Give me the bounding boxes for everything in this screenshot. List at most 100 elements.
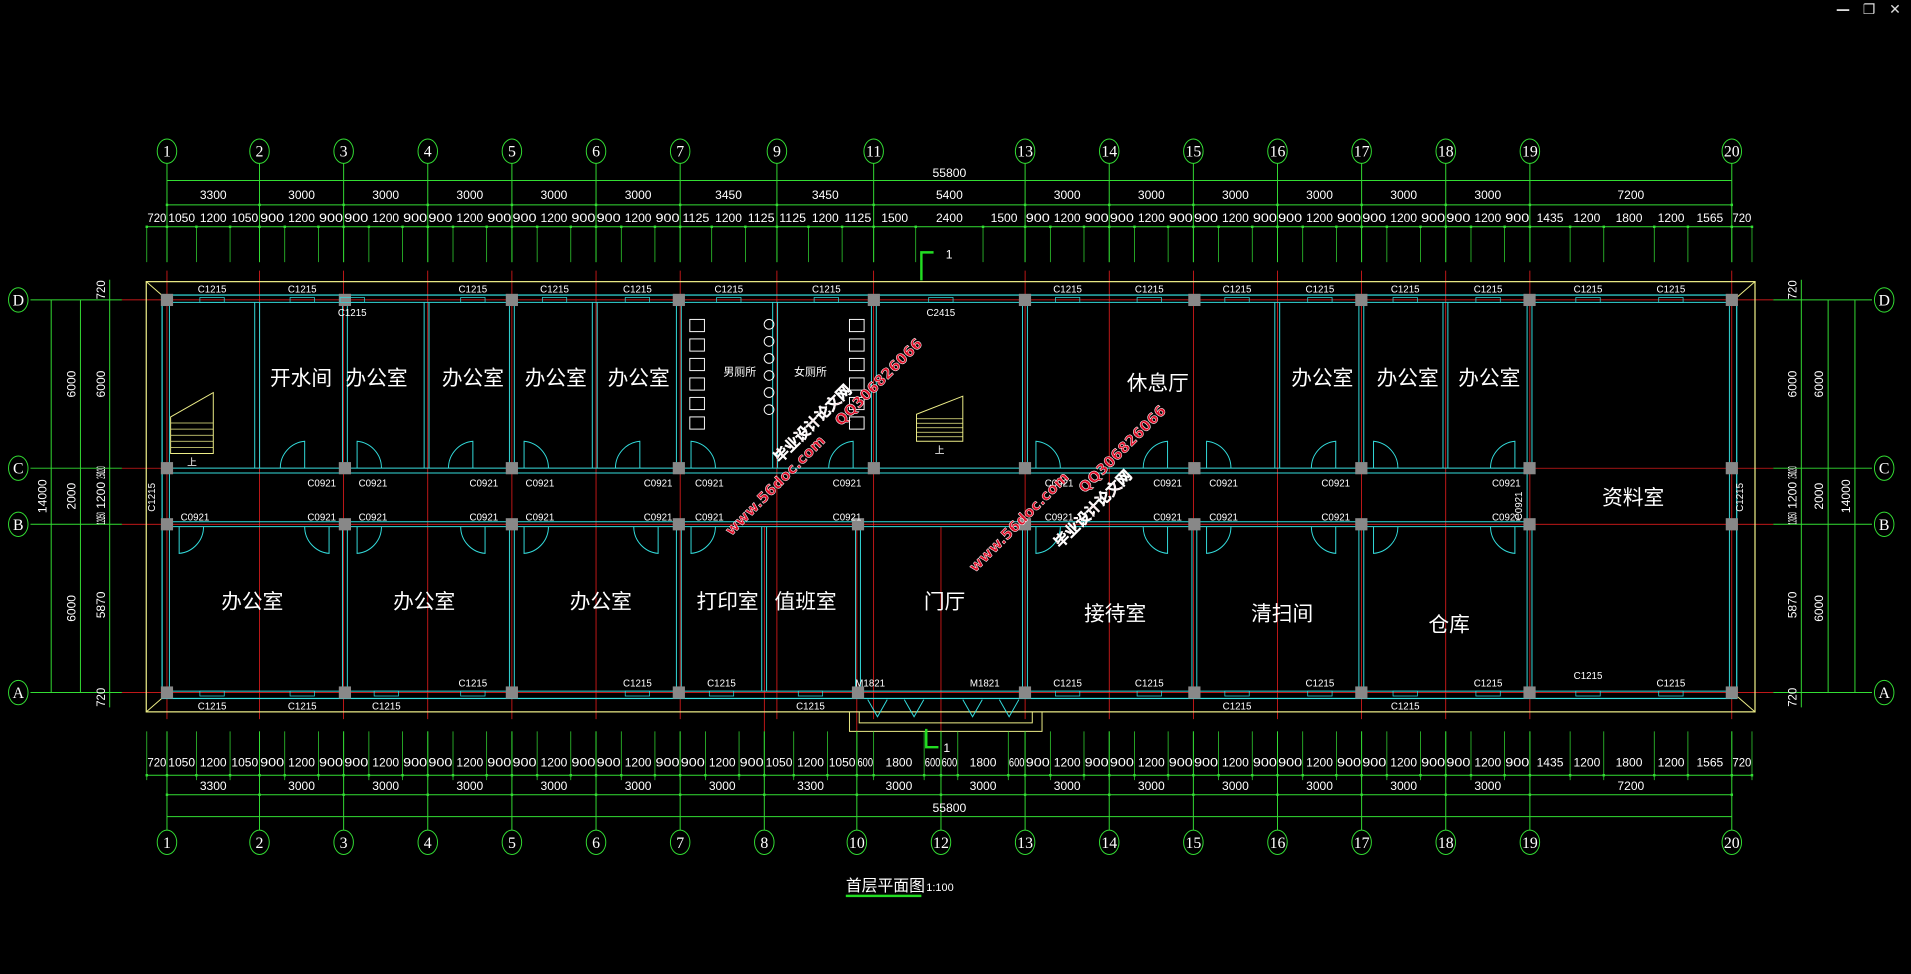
window-tag: C1215 (459, 678, 488, 689)
dimension-label: 3000 (709, 779, 736, 793)
door-swing (356, 526, 382, 554)
dimension-tick (1528, 793, 1532, 796)
column (1355, 462, 1368, 475)
dimension-label: 3000 (372, 188, 399, 202)
dimensions (8, 138, 1895, 898)
axis-label: 4 (424, 144, 432, 161)
dimension-label: 720 (1732, 211, 1751, 225)
axis-label: 14 (1101, 144, 1117, 161)
urinal (763, 387, 775, 398)
dimension-label: 1200 (625, 211, 652, 225)
dimension-label: 1200 (1474, 756, 1501, 770)
entrance-steps (858, 711, 1033, 724)
axis-label: 2 (256, 835, 264, 852)
dimension-label: 900 (487, 756, 511, 770)
window-tag: C0921 (1045, 513, 1074, 524)
toilet-stall (848, 357, 865, 372)
minimize-button[interactable]: — (1836, 2, 1850, 18)
window-tag: C0921 (1492, 478, 1521, 489)
window-glass (289, 297, 315, 303)
dimension-tick (1444, 793, 1447, 796)
dimension-label: 900 (1337, 211, 1361, 225)
toilet-stall (689, 416, 705, 430)
door-swing (448, 440, 474, 469)
dimension-label: 600 (925, 756, 941, 770)
axis-label: 13 (1017, 144, 1033, 161)
dimension-label: 3300 (797, 779, 824, 793)
window-glass (797, 690, 824, 697)
dimension-label: 1200 (1390, 211, 1417, 225)
dimension-label: 900 (681, 756, 705, 770)
dimension-tick (594, 793, 598, 796)
dimension-label: 1200 (200, 211, 227, 225)
close-button[interactable]: ✕ (1889, 2, 1901, 18)
column (160, 518, 174, 531)
dimension-label: 3000 (1138, 188, 1165, 202)
dimension-label: 900 (403, 211, 427, 225)
dimension-label: 900 (1085, 756, 1109, 770)
dimension-label: 900 (1362, 211, 1386, 225)
axis-label: 6 (592, 835, 600, 852)
dimension-label: 1800 (1616, 211, 1643, 225)
window-tag: M1821 (855, 678, 885, 689)
dimension-tick (872, 203, 875, 207)
dimension-label: 720 (147, 211, 166, 225)
dimension-label: 900 (1194, 211, 1218, 225)
dimension-label: 900 (1110, 211, 1134, 225)
dimension-label: 900 (1421, 211, 1445, 225)
dimension-tick (510, 793, 514, 796)
window-tag: C0921 (644, 513, 673, 524)
dimension-label: 250 (94, 512, 108, 519)
door-swing (523, 440, 549, 469)
dimension-label: 900 (319, 756, 343, 770)
dimension-label: 1200 (1306, 211, 1333, 225)
dimension-tick (1108, 203, 1111, 207)
window-tag: C0921 (526, 478, 555, 489)
dimension-label: 6000 (65, 595, 79, 622)
dimension-label: 1200 (1785, 482, 1799, 509)
room-label: 门厅 (924, 589, 965, 613)
axis-label: 15 (1185, 144, 1201, 161)
dimension-label: 3000 (1054, 779, 1081, 793)
window-glass (199, 297, 225, 303)
dimension-label: 900 (1085, 211, 1109, 225)
room-label: 休息厅 (1127, 371, 1189, 395)
dimension-label: 900 (260, 211, 284, 225)
axis-label: 4 (424, 835, 432, 852)
door-swing (633, 526, 659, 554)
toilet-stall (848, 396, 865, 411)
window-tag: C1215 (1391, 285, 1420, 296)
axis-label: C (1879, 461, 1890, 478)
restore-button[interactable]: ❐ (1862, 2, 1876, 18)
dimension-label: 900 (597, 211, 621, 225)
dimension-tick (165, 203, 169, 207)
room-label: 仓库 (1428, 612, 1469, 636)
dimension-label: 720 (94, 688, 108, 707)
dimension-tick (763, 793, 766, 796)
dimension-label: 3000 (885, 779, 912, 793)
room-label: 办公室 (221, 589, 283, 613)
column (1355, 293, 1368, 307)
urinal (763, 318, 775, 330)
axis-bubble (1873, 455, 1895, 481)
dimension-label: 250 (1785, 471, 1799, 478)
window-glass (1658, 297, 1684, 303)
window-tag: C1215 (623, 285, 652, 296)
dimension-label: 1200 (541, 756, 568, 770)
column (505, 686, 518, 699)
dimension-label: 600 (1009, 756, 1025, 770)
dimension-label: 1200 (715, 211, 742, 225)
toilet-stall (689, 377, 705, 391)
dimension-label: 720 (147, 756, 166, 770)
dimension-label: 3000 (1222, 188, 1249, 202)
dimension-label: 900 (656, 211, 680, 225)
axis-lines (121, 270, 1774, 732)
room-label: 办公室 (608, 366, 670, 390)
dimension-tick (1730, 793, 1734, 796)
window-tag: C0921 (833, 513, 862, 524)
dimension-label: 120 (1785, 466, 1799, 473)
dimension-label: 1200 (1574, 756, 1601, 770)
window-glass (1575, 297, 1601, 303)
toilet-stall (848, 318, 865, 333)
